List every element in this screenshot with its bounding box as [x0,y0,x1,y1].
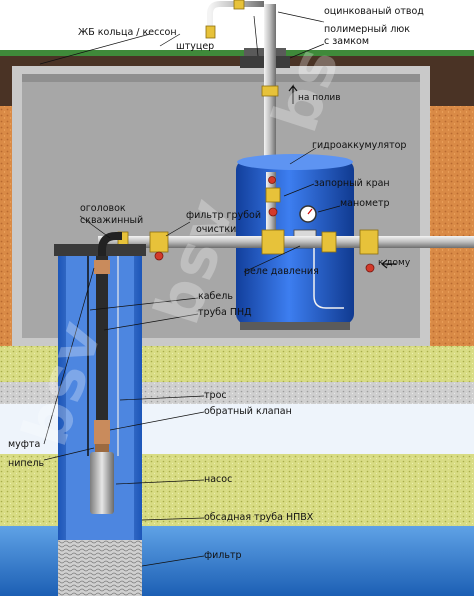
valve-handle-icon [268,207,278,217]
hdpe-pipe [96,256,108,456]
label-cable: кабель [198,291,233,302]
label-coupling: муфта [8,439,41,450]
arrow-up-icon [288,84,298,104]
leader-lines [39,11,341,567]
label-accumulator: гидроаккумулятор [312,140,407,151]
coupling [94,260,110,274]
label-polymer-hatch-line2: с замком [324,36,369,47]
tank-stand [240,322,350,330]
label-well-head-line2: скважинный [80,215,144,226]
pump [90,452,114,514]
label-fitting: штуцер [176,41,215,52]
label-rope: трос [204,390,227,401]
label-to-house: к дому [378,258,411,268]
outlet-fitting [261,85,279,97]
shutoff-valve [359,229,379,255]
check-valve [94,420,110,444]
valve-handle-icon [154,251,164,261]
tee-fitting [261,229,285,255]
label-hdpe-pipe: труба ПНД [198,307,252,318]
label-well-head-line1: оголовок [80,203,126,214]
label-shutoff-valve: запорный кран [314,178,390,189]
nipple-fitting [95,444,109,452]
label-filter: фильтр [204,550,242,561]
label-coarse-filter-line2: очистки [196,224,237,235]
fitting-pipe [207,1,264,30]
relay-wire [313,248,344,309]
label-zinc-outlet: оцинкованый отвод [324,6,424,17]
label-polymer-hatch-line1: полимерный люк [324,24,411,35]
label-casing-pipe: обсадная труба НПВХ [204,512,314,523]
well-filter [58,540,142,596]
arrow-left-icon [381,259,396,269]
label-pressure-relay: реле давления [244,266,319,277]
label-manometer: манометр [340,198,390,209]
label-check-valve: обратный клапан [204,406,292,417]
grass-strip [0,50,474,56]
label-pump: насос [204,474,233,485]
valve-handle-icon [268,176,276,184]
label-coarse-filter-line1: фильтр грубой [186,210,262,221]
fitting [205,25,216,39]
manifold-pipe [98,236,474,248]
label-rings-caisson: ЖБ кольца / кессон [78,27,177,38]
label-nipple: нипель [8,458,45,469]
label-to-watering: на полив [298,93,341,103]
valve-handle-icon [365,263,375,273]
